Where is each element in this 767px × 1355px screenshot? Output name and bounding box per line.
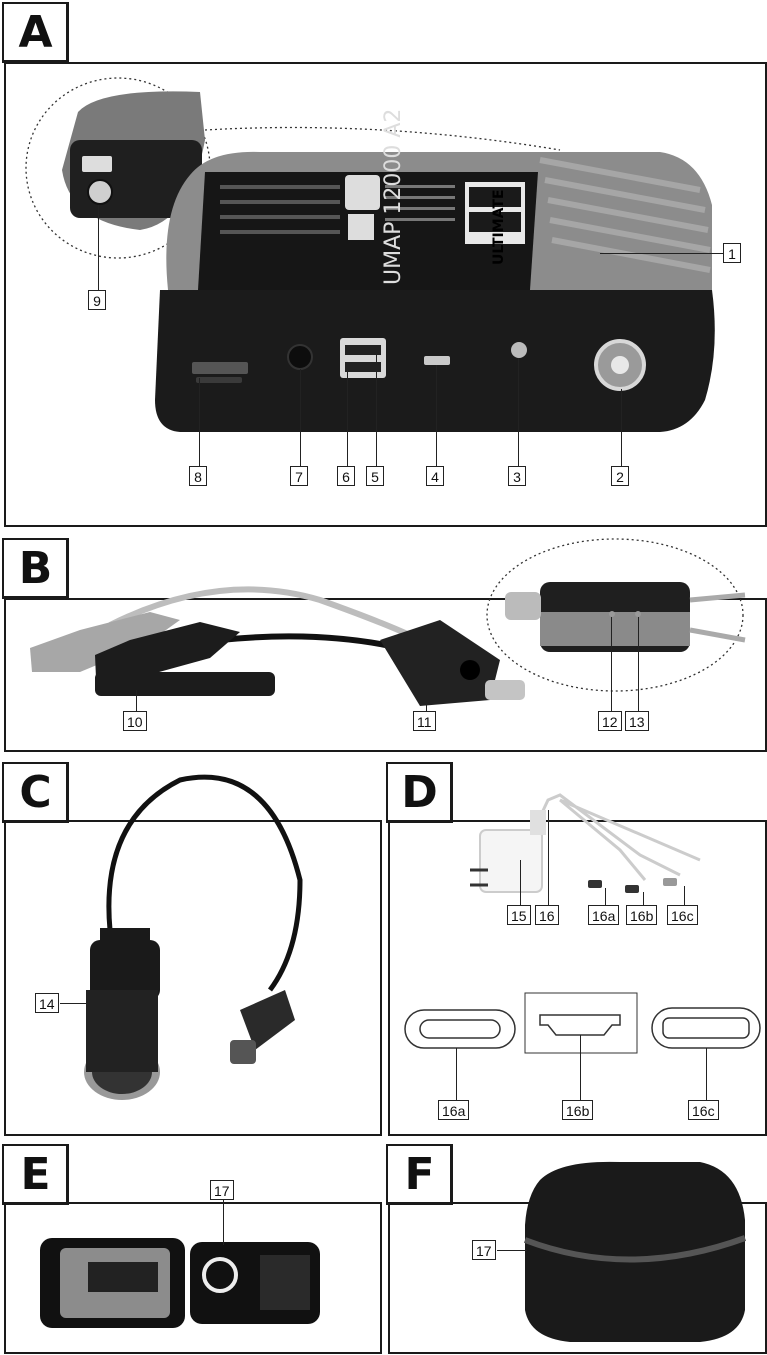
callout-16c-detail: 16c <box>688 1100 719 1120</box>
callout-6: 6 <box>337 466 355 486</box>
panel-c <box>4 820 382 1136</box>
leader-line-17-e <box>223 1200 224 1245</box>
power-bank-illustration <box>25 77 715 432</box>
device-model-text: UMAP 12000 A2 <box>381 109 406 285</box>
leader-line-16c <box>684 886 685 905</box>
leader-line-11 <box>426 680 427 711</box>
callout-17-f: 17 <box>472 1240 496 1260</box>
leader-line-16c-detail <box>706 1048 707 1100</box>
car-socket-adapter-illustration <box>84 774 303 1100</box>
leader-line-2 <box>621 389 622 466</box>
leader-line-1 <box>600 253 723 254</box>
callout-1: 1 <box>723 243 741 263</box>
callout-10: 10 <box>123 711 147 731</box>
leader-line-16a <box>605 888 606 905</box>
callout-12: 12 <box>598 711 622 731</box>
callout-15: 15 <box>507 905 531 925</box>
leader-line-10 <box>136 690 137 711</box>
leader-line-12 <box>611 617 612 711</box>
closed-case-illustration <box>523 1161 747 1342</box>
leader-line-7 <box>300 369 301 466</box>
panel-d-tab: D <box>386 762 453 823</box>
leader-line-8 <box>199 378 200 466</box>
charger-and-cable-illustration <box>404 793 761 1054</box>
callout-16b-detail: 16b <box>562 1100 594 1120</box>
leader-line-3 <box>518 358 519 466</box>
leader-line-16b-detail <box>580 1035 581 1100</box>
callout-16a: 16a <box>588 905 620 925</box>
callout-8: 8 <box>189 466 207 486</box>
callout-11: 11 <box>413 711 436 731</box>
panel-a-tab: A <box>2 2 69 63</box>
leader-line-5 <box>376 352 377 466</box>
callout-7: 7 <box>290 466 308 486</box>
panel-b-tab: B <box>2 538 69 599</box>
open-case-illustration <box>40 1238 320 1328</box>
panel-d <box>388 820 767 1136</box>
panel-c-tab: C <box>2 762 69 823</box>
clamp-cable-illustration <box>30 538 746 706</box>
callout-9: 9 <box>88 290 106 310</box>
panel-f-tab: F <box>386 1144 453 1205</box>
leader-line-15 <box>520 860 521 905</box>
device-label-text: ULTIMATE <box>491 189 507 265</box>
callout-5: 5 <box>366 466 384 486</box>
callout-17-e: 17 <box>210 1180 234 1200</box>
callout-14: 14 <box>35 993 59 1013</box>
callout-4: 4 <box>426 466 444 486</box>
callout-16a-detail: 16a <box>438 1100 470 1120</box>
device-brand-text: ULTIMATE <box>491 189 507 265</box>
callout-3: 3 <box>508 466 526 486</box>
callout-2: 2 <box>611 466 629 486</box>
callout-16: 16 <box>535 905 559 925</box>
leader-line-17-f <box>497 1250 527 1251</box>
leader-line-16a-detail <box>456 1048 457 1100</box>
leader-line-16 <box>548 810 549 905</box>
leader-line-13 <box>638 617 639 711</box>
panel-e-tab: E <box>2 1144 69 1205</box>
leader-line-14 <box>60 1003 94 1004</box>
leader-line-9 <box>98 205 99 291</box>
callout-13: 13 <box>625 711 649 731</box>
leader-line-4 <box>436 365 437 466</box>
leader-line-16b <box>643 892 644 905</box>
leader-line-6 <box>347 370 348 466</box>
callout-16c: 16c <box>667 905 698 925</box>
callout-16b: 16b <box>626 905 658 925</box>
